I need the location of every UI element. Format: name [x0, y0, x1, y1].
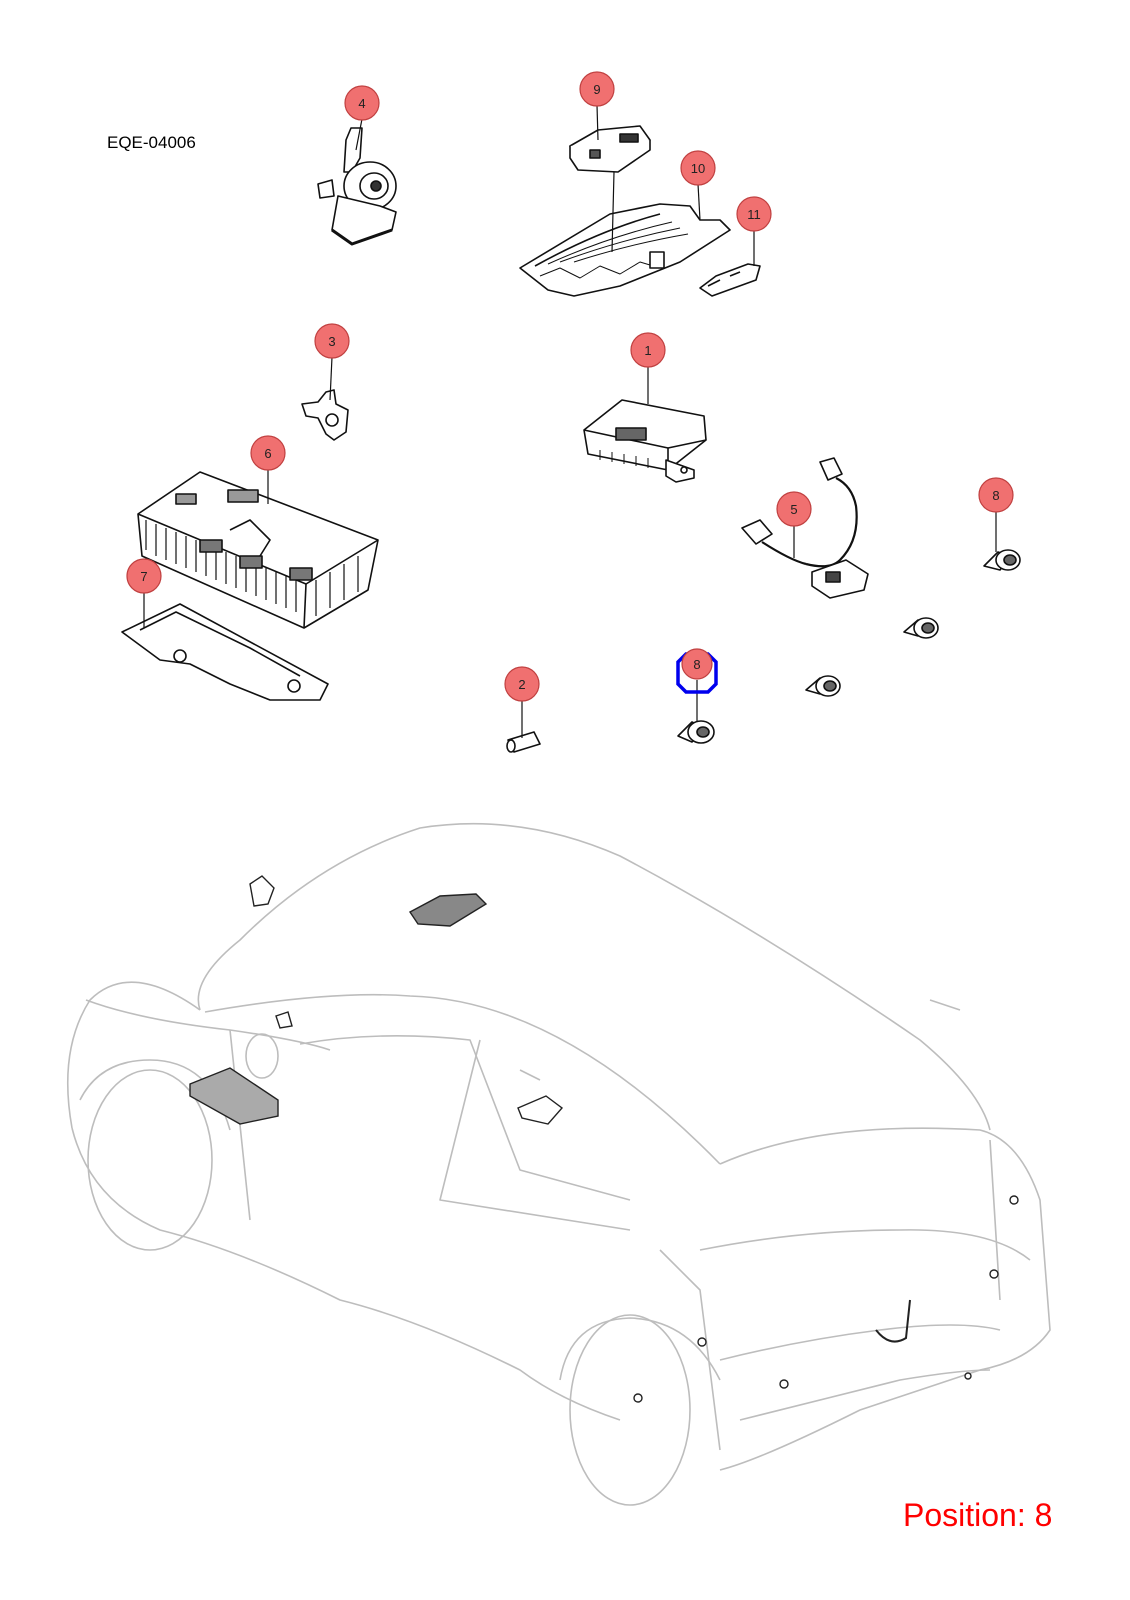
callout-2[interactable]: 2	[504, 666, 540, 702]
svg-text:11: 11	[747, 207, 761, 222]
callout-6[interactable]: 6	[250, 435, 286, 471]
callout-9[interactable]: 9	[579, 71, 615, 107]
part-11-trim	[699, 263, 761, 297]
part-6-body-control-box	[137, 471, 379, 629]
svg-text:5: 5	[790, 502, 797, 517]
svg-text:4: 4	[358, 96, 365, 111]
svg-text:9: 9	[593, 82, 600, 97]
position-label: Position: 8	[903, 1497, 1053, 1533]
part-5-harness	[741, 457, 869, 599]
svg-text:6: 6	[264, 446, 271, 461]
callout-8-rear-right[interactable]: 8	[978, 477, 1014, 513]
svg-text:1: 1	[644, 343, 651, 358]
part-1-control-unit	[583, 399, 707, 483]
part-10-console-housing	[519, 203, 731, 297]
part-8-parking-sensor	[805, 675, 841, 697]
part-8-parking-sensor	[903, 617, 939, 639]
svg-text:8: 8	[992, 488, 999, 503]
part-8-parking-sensor	[677, 720, 715, 744]
part-4-horn	[317, 127, 397, 246]
svg-text:8: 8	[693, 657, 700, 672]
callout-5[interactable]: 5	[776, 491, 812, 527]
callout-1[interactable]: 1	[630, 332, 666, 368]
svg-text:7: 7	[140, 569, 147, 584]
callout-3[interactable]: 3	[314, 323, 350, 359]
part-2-sensor	[506, 731, 541, 753]
car-illustration	[66, 822, 1051, 1506]
callout-8-highlighted[interactable]: 8	[676, 648, 718, 694]
callout-11[interactable]: 11	[736, 196, 772, 232]
part-9-camera-module	[569, 125, 651, 173]
svg-text:10: 10	[691, 161, 705, 176]
svg-text:2: 2	[518, 677, 525, 692]
svg-text:3: 3	[328, 334, 335, 349]
callout-7[interactable]: 7	[126, 558, 162, 594]
part-7-bracket	[121, 603, 329, 701]
diagram-code: EQE-04006	[107, 133, 196, 152]
car-installed-parts	[189, 875, 1019, 1403]
callout-4[interactable]: 4	[344, 85, 380, 121]
part-3-sensor	[301, 389, 349, 441]
part-8-parking-sensor	[983, 549, 1021, 571]
callout-10[interactable]: 10	[680, 150, 716, 186]
